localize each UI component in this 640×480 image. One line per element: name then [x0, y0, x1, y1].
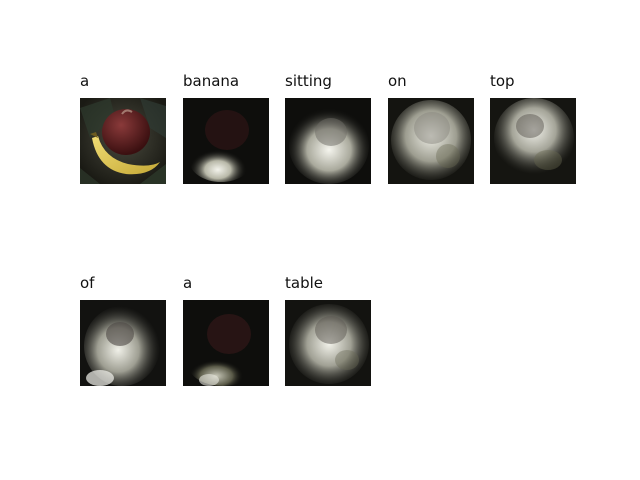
caption-word: on [388, 72, 407, 90]
caption-word: a [183, 274, 193, 292]
attention-map [388, 98, 474, 184]
caption-word: table [285, 274, 323, 292]
attention-map [80, 300, 166, 386]
attention-map [183, 300, 269, 386]
caption-word: sitting [285, 72, 332, 90]
caption-word: of [80, 274, 95, 292]
original-photo [80, 98, 166, 184]
attention-map [285, 300, 371, 386]
attention-map [285, 98, 371, 184]
caption-word: banana [183, 72, 240, 90]
attention-map [183, 98, 269, 184]
caption-word: a [80, 72, 90, 90]
attention-map [490, 98, 576, 184]
caption-word: top [490, 72, 515, 90]
